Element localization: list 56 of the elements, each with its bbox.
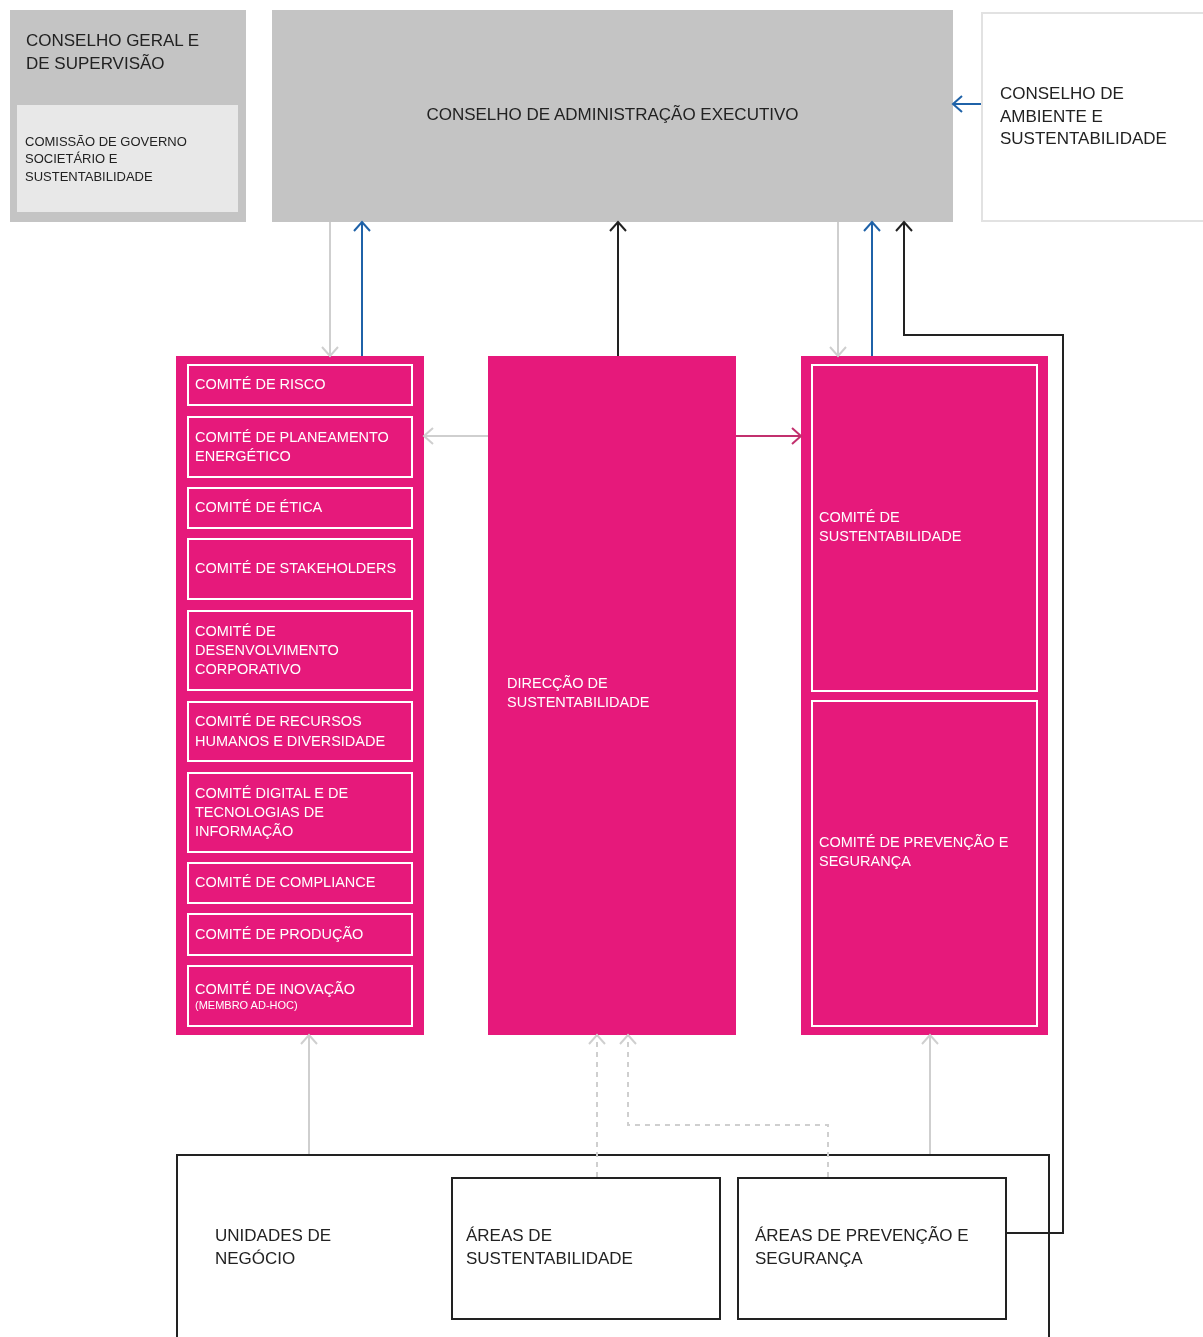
node-note: (MEMBRO AD-HOC) bbox=[195, 999, 299, 1013]
arrow bbox=[300, 1034, 318, 1155]
directorate-box bbox=[488, 356, 736, 1035]
executive-board-box bbox=[272, 10, 953, 222]
committee-box bbox=[187, 701, 413, 762]
node-label: COMITÉ DE PLANEAMENTO ENERGÉTICO bbox=[195, 427, 390, 466]
arrow bbox=[321, 221, 339, 357]
arrow bbox=[423, 427, 489, 445]
node-label: COMITÉ DIGITAL E DE TECNOLOGIAS DE INFORMAÇÃO bbox=[195, 783, 350, 842]
committee-box bbox=[187, 538, 413, 600]
commission-box bbox=[17, 105, 238, 212]
arrow bbox=[735, 427, 802, 445]
committee-box bbox=[811, 700, 1038, 1027]
node-label: COMITÉ DE PREVENÇÃO E SEGURANÇA bbox=[819, 833, 1010, 872]
committee-box bbox=[811, 364, 1038, 692]
committee-box bbox=[187, 364, 413, 406]
committee-box bbox=[187, 913, 413, 956]
area-box bbox=[737, 1177, 1007, 1320]
node-label: COMITÉ DE COMPLIANCE bbox=[195, 873, 377, 893]
arrow bbox=[921, 1034, 939, 1155]
committee-box bbox=[187, 772, 413, 853]
area-box bbox=[451, 1177, 721, 1320]
node-label: COMITÉ DE SUSTENTABILIDADE bbox=[819, 508, 963, 547]
node-label: CONSELHO DE ADMINISTRAÇÃO EXECUTIVO bbox=[425, 104, 800, 126]
arrow bbox=[588, 1034, 606, 1178]
node-label: COMISSÃO DE GOVERNO SOCIETÁRIO E SUSTENTABILIDADE bbox=[25, 133, 188, 185]
arrow bbox=[609, 221, 627, 357]
node-label: COMITÉ DE INOVAÇÃO bbox=[195, 979, 357, 999]
committee-column bbox=[176, 356, 424, 1035]
node-label: ÁREAS DE SUSTENTABILIDADE bbox=[466, 1225, 634, 1270]
committee-box bbox=[187, 862, 413, 904]
node-label: COMITÉ DE RISCO bbox=[195, 375, 327, 395]
node-label: COMITÉ DE DESENVOLVIMENTO CORPORATIVO bbox=[195, 621, 340, 680]
arrow bbox=[895, 221, 1064, 1234]
committee-box bbox=[187, 487, 413, 529]
committee-box bbox=[187, 610, 413, 691]
arrow bbox=[863, 221, 881, 357]
committee-box bbox=[187, 965, 413, 1027]
node-label: DIRECÇÃO DE SUSTENTABILIDADE bbox=[507, 674, 651, 713]
node-label: COMITÉ DE RECURSOS HUMANOS E DIVERSIDADE bbox=[195, 712, 387, 751]
arrow bbox=[619, 1034, 829, 1178]
node-label: CONSELHO DE AMBIENTE E SUSTENTABILIDADE bbox=[1000, 83, 1168, 151]
node-label: COMITÉ DE ÉTICA bbox=[195, 498, 324, 518]
committee-box bbox=[187, 416, 413, 478]
business-units-box bbox=[176, 1154, 1050, 1337]
arrow bbox=[952, 95, 982, 113]
node-label: ÁREAS DE PREVENÇÃO E SEGURANÇA bbox=[755, 1225, 970, 1270]
arrow bbox=[829, 221, 847, 357]
committee-column bbox=[801, 356, 1048, 1035]
board-panel bbox=[10, 10, 246, 222]
node-label: CONSELHO GERAL E DE SUPERVISÃO bbox=[26, 30, 201, 75]
node-label: COMITÉ DE STAKEHOLDERS bbox=[195, 559, 398, 579]
council-box bbox=[981, 12, 1203, 222]
arrow bbox=[353, 221, 371, 357]
node-label: COMITÉ DE PRODUÇÃO bbox=[195, 924, 365, 944]
node-label: UNIDADES DE NEGÓCIO bbox=[215, 1225, 333, 1270]
